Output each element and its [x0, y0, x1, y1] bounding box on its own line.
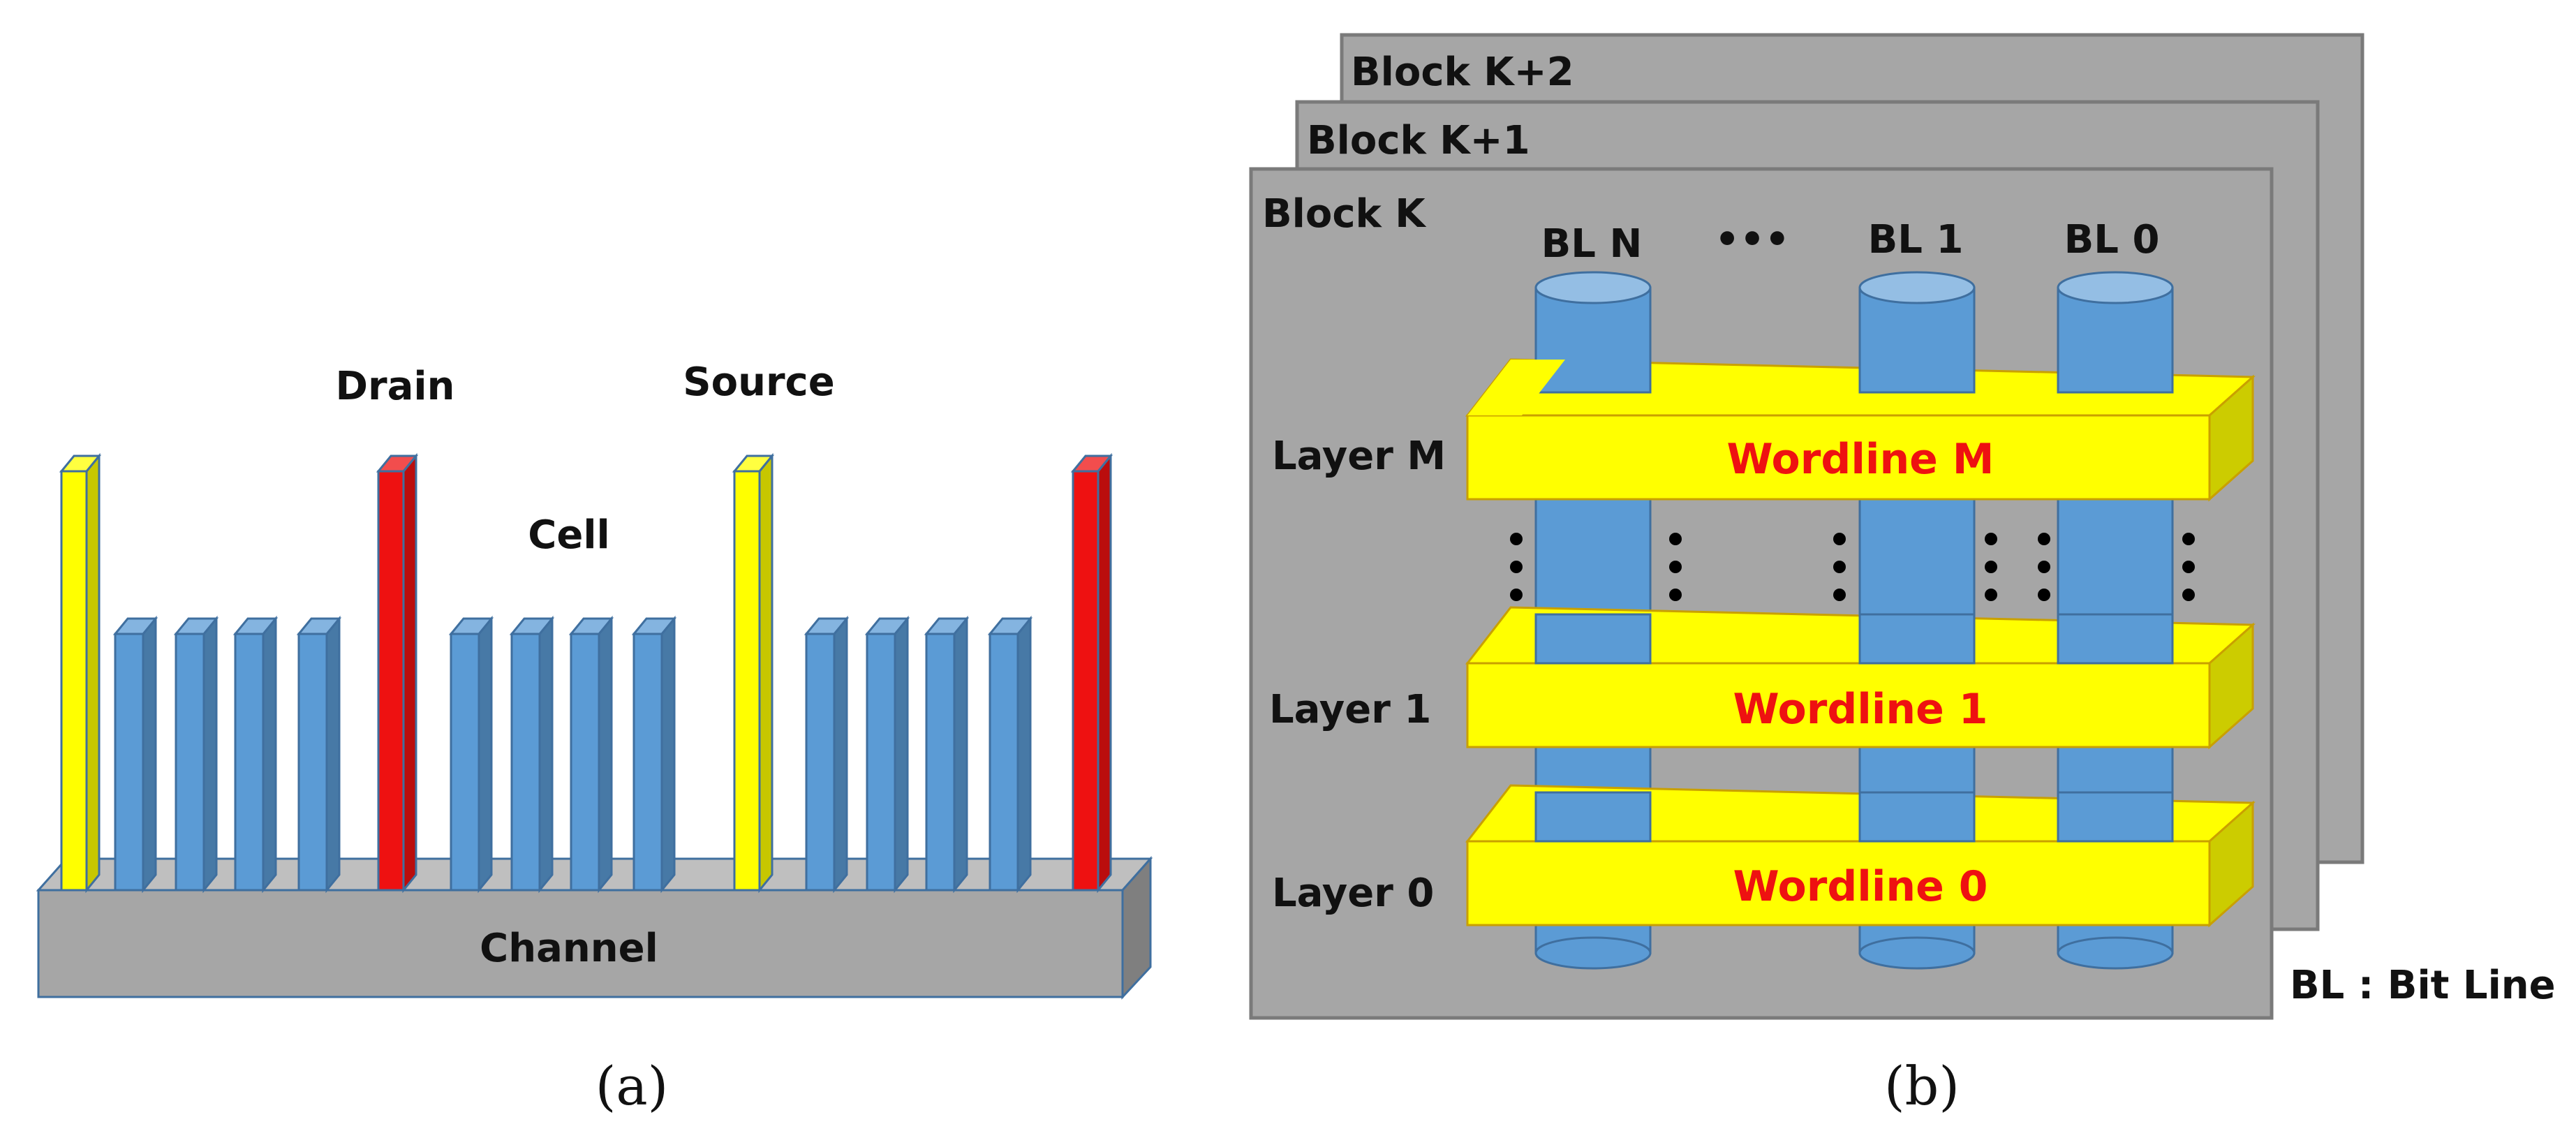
source-pillar-0 — [59, 452, 102, 894]
ellipsis-dot-3-1 — [1985, 561, 1997, 573]
bitline-stub-1-2 — [2057, 613, 2174, 665]
wordline-1-text: Wordline 1 — [1733, 685, 1988, 734]
ellipsis-dot-2-0 — [1833, 533, 1846, 545]
bitline-cap-1 — [1858, 271, 1976, 394]
ellipsis-dot-4-2 — [2038, 589, 2050, 601]
bitline-tops — [1466, 271, 2254, 502]
ellipsis-dot-2-1 — [1833, 561, 1846, 573]
ellipsis-dot-0-0 — [1510, 533, 1523, 545]
cell-pillar-6 — [448, 615, 494, 894]
caption-b: (b) — [1884, 1055, 1960, 1117]
panel-b — [1249, 33, 2364, 1020]
ellipsis-dot-5-0 — [2182, 533, 2195, 545]
cell-pillar-12 — [864, 615, 910, 894]
drain-pillar-15 — [1070, 452, 1113, 894]
cell-pillar-3 — [232, 615, 279, 894]
cell-pillar-8 — [568, 615, 614, 894]
cell-pillar-2 — [173, 615, 219, 894]
cell-label: Cell — [528, 512, 609, 558]
layer-1-label: Layer 1 — [1269, 687, 1431, 732]
pillar-group — [59, 452, 1113, 894]
source-label: Source — [683, 360, 834, 405]
ellipsis-dot-2-2 — [1833, 589, 1846, 601]
wordline-1-slab — [1465, 606, 2256, 750]
cell-pillar-11 — [804, 615, 850, 894]
ellipsis-dot-5-1 — [2182, 561, 2195, 573]
ellipsis-dot-4-1 — [2038, 561, 2050, 573]
bitline-legend: BL : Bit Line — [2290, 963, 2556, 1008]
caption-a: (a) — [595, 1055, 669, 1117]
layer-m-label: Layer M — [1272, 434, 1446, 479]
cell-pillar-1 — [112, 615, 158, 894]
wordline-m-front — [1466, 360, 2254, 502]
cell-pillar-4 — [296, 615, 342, 894]
wordline-0-slab — [1465, 784, 2256, 928]
bitline-stub-2-1 — [1858, 791, 1976, 843]
block-k2-label: Block K+2 — [1351, 50, 1574, 95]
drain-pillar-5 — [376, 452, 419, 894]
wordline-0-text: Wordline 0 — [1733, 862, 1988, 911]
cell-pillar-9 — [631, 615, 677, 894]
bitline-stub-2-2 — [2057, 791, 2174, 843]
layer-0-label: Layer 0 — [1272, 871, 1434, 916]
bitline-stub-2-0 — [1534, 791, 1652, 843]
bitline-stub-1-1 — [1858, 613, 1976, 665]
cell-pillar-13 — [924, 615, 970, 894]
ellipsis-dot-0-2 — [1510, 589, 1523, 601]
ellipsis-dot-1-2 — [1669, 589, 1682, 601]
panel-a — [36, 452, 1153, 1000]
bitline-cap-2 — [2057, 271, 2174, 394]
cell-pillar-14 — [987, 615, 1033, 894]
bitline-0-label: BL 0 — [2064, 217, 2160, 263]
bitline-stub-1-0 — [1534, 613, 1652, 665]
bitline-ellipsis: ••• — [1715, 217, 1789, 263]
bitline-1-label: BL 1 — [1868, 217, 1964, 263]
block-k1-label: Block K+1 — [1307, 118, 1530, 163]
channel-label: Channel — [480, 926, 658, 971]
ellipsis-dot-4-0 — [2038, 533, 2050, 545]
layer-ellipsis-dots — [1510, 533, 2195, 601]
bitline-n-label: BL N — [1541, 221, 1643, 267]
block-k-label: Block K — [1262, 191, 1427, 237]
ellipsis-dot-0-1 — [1510, 561, 1523, 573]
ellipsis-dot-3-2 — [1985, 589, 1997, 601]
ellipsis-dot-5-2 — [2182, 589, 2195, 601]
ellipsis-dot-1-1 — [1669, 561, 1682, 573]
drain-label: Drain — [336, 364, 455, 409]
ellipsis-dot-3-0 — [1985, 533, 1997, 545]
wordline-m-text: Wordline M — [1727, 435, 1994, 484]
bitline-cap-0 — [1534, 271, 1652, 394]
source-pillar-10 — [732, 452, 775, 894]
cell-pillar-7 — [509, 615, 555, 894]
ellipsis-dot-1-0 — [1669, 533, 1682, 545]
